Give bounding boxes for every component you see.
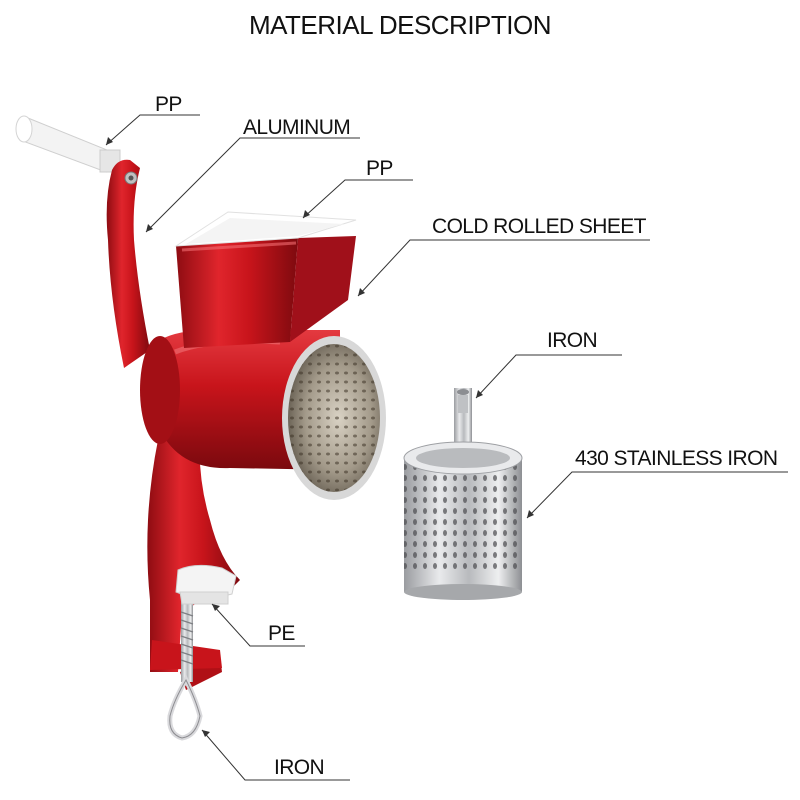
screw-loop-handle xyxy=(167,674,203,741)
callout-label-crank-arm: ALUMINUM xyxy=(243,116,351,139)
callout-label-screw: IRON xyxy=(274,756,325,779)
crank-handle xyxy=(15,115,121,173)
stand-body xyxy=(147,440,240,690)
callout-label-hopper: COLD ROLLED SHEET xyxy=(432,215,646,238)
clamp-pad xyxy=(175,564,237,605)
callout-label-drum: 430 STAINLESS IRON xyxy=(575,447,778,470)
crank-arm xyxy=(106,159,150,368)
callout-label-shaft: IRON xyxy=(547,329,598,352)
stainless-drum xyxy=(403,388,523,600)
clamp-screw xyxy=(180,600,194,682)
leader-lines xyxy=(105,114,788,781)
callout-label-hopper-liner: PP xyxy=(366,157,393,180)
grater-opening xyxy=(282,336,386,500)
leader-arrowheads xyxy=(106,137,534,737)
callout-label-handle: PP xyxy=(155,93,182,116)
page-title: MATERIAL DESCRIPTION xyxy=(248,10,552,40)
callout-label-clamp-pad: PE xyxy=(268,622,295,645)
hopper xyxy=(174,211,357,348)
